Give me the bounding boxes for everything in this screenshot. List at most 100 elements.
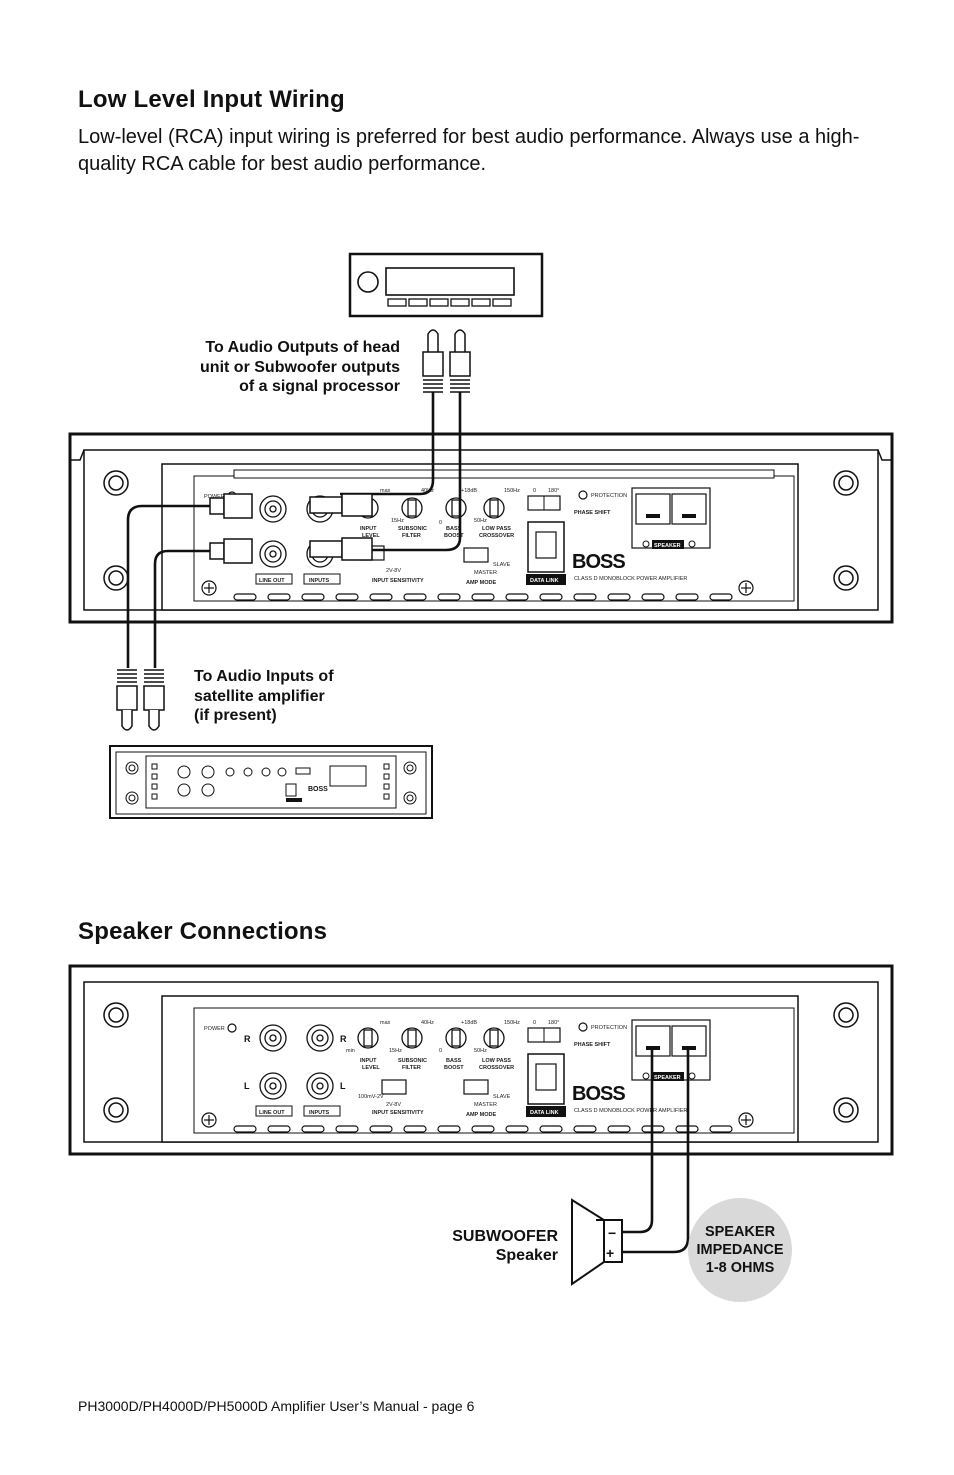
- class-d-label-2: CLASS D MONOBLOCK POWER AMPLIFIER: [574, 1108, 687, 1114]
- mv100-label: 100mV-2V: [358, 1094, 384, 1100]
- subwoofer-label: SUBWOOFER Speaker: [430, 1227, 558, 1265]
- subwoofer-label-line-2: Speaker: [495, 1247, 558, 1264]
- low-level-description: Low-level (RCA) input wiring is preferre…: [78, 126, 860, 175]
- inputs-label: INPUTS: [309, 578, 330, 584]
- impedance-label-line-3: 1-8 OHMS: [705, 1260, 775, 1276]
- phase-180-label-2: 180°: [548, 1020, 559, 1026]
- db18-label-2: +18dB: [461, 1020, 477, 1026]
- satellite-amplifier: BOSS: [109, 745, 433, 819]
- protection-label: PROTECTION: [591, 493, 627, 499]
- callout-satellite-line-2: satellite amplifier: [194, 687, 325, 705]
- impedance-badge: [688, 1198, 792, 1302]
- phase-shift-label-2: PHASE SHIFT: [574, 1042, 611, 1048]
- callout-satellite-line-3: (if present): [194, 707, 277, 724]
- bass-boost-label-b: BASS: [446, 1058, 462, 1064]
- subsonic-label-2: FILTER: [402, 533, 421, 539]
- zero-label: 0: [439, 520, 442, 526]
- master-label-2: MASTER: [474, 1102, 497, 1108]
- data-link-label-2: DATA LINK: [530, 1110, 559, 1116]
- speaker-wiring: − +: [571, 1050, 792, 1302]
- callout-satellite-line-1: To Audio Inputs of: [194, 668, 334, 685]
- amplifier-bottom: POWER R R L L LINE OUT INPUTS max min 40…: [68, 964, 894, 1156]
- data-link-label: DATA LINK: [530, 578, 559, 584]
- brand-logo: BOSS: [572, 551, 625, 573]
- input-level-label-b2: LEVEL: [362, 1065, 380, 1071]
- r-label-2: R: [340, 1034, 347, 1044]
- rca-plugs-satellite: [116, 669, 165, 731]
- subwoofer-icon: [571, 1198, 623, 1286]
- callout-head-unit-line-3: of a signal processor: [239, 378, 400, 395]
- hz50-label: 50Hz: [474, 518, 487, 524]
- callout-head-unit-line-2: unit or Subwoofer outputs: [200, 358, 400, 376]
- line-out-label-2: LINE OUT: [259, 1110, 285, 1116]
- brand-logo-2: BOSS: [572, 1083, 625, 1105]
- line-out-label: LINE OUT: [259, 578, 285, 584]
- head-unit-illustration: [348, 252, 544, 318]
- l-label-2: L: [340, 1081, 346, 1091]
- section-title-speaker: Speaker Connections: [78, 918, 328, 945]
- input-sensitivity-label-2: INPUT SENSITIVITY: [372, 1110, 424, 1116]
- speaker-terminal-label: SPEAKER: [654, 543, 681, 549]
- phase-180-label: 180°: [548, 488, 559, 494]
- input-level-label-b: INPUT: [360, 1058, 377, 1064]
- callout-head-unit-line-1: To Audio Outputs of head: [205, 339, 400, 356]
- bass-boost-label-b2: BOOST: [444, 1065, 464, 1071]
- section-title-low-level: Low Level Input Wiring: [78, 86, 345, 113]
- db18-label: +18dB: [461, 488, 477, 494]
- v28-label-2: 2V-8V: [386, 1102, 401, 1108]
- hz150-label: 150Hz: [504, 488, 520, 494]
- svg-text:+: +: [606, 1245, 614, 1261]
- slave-label: SLAVE: [493, 562, 511, 568]
- hz15-label: 15Hz: [391, 518, 404, 524]
- min-label: min: [346, 1048, 355, 1054]
- inputs-label-2: INPUTS: [309, 1110, 330, 1116]
- slave-label-2: SLAVE: [493, 1094, 511, 1100]
- max-label: max: [380, 488, 391, 494]
- lpf-label-b: LOW PASS: [482, 1058, 511, 1064]
- input-level-label-2: LEVEL: [362, 533, 380, 539]
- callout-satellite: To Audio Inputs of satellite amplifier (…: [194, 667, 394, 726]
- amp-mode-label: AMP MODE: [466, 580, 496, 586]
- amp-mode-label-2: AMP MODE: [466, 1112, 496, 1118]
- hz40-label-2: 40Hz: [421, 1020, 434, 1026]
- lpf-label: LOW PASS: [482, 526, 511, 532]
- r-label: R: [244, 1034, 251, 1044]
- satellite-brand-logo: BOSS: [308, 786, 328, 793]
- power-label: POWER: [204, 494, 225, 500]
- bass-boost-label-2: BOOST: [444, 533, 464, 539]
- amplifier-top: POWER LINE OUT INPUTS max 40Hz +18dB 150…: [68, 432, 894, 624]
- phase-zero-label-2: 0: [533, 1020, 536, 1026]
- protection-label-2: PROTECTION: [591, 1025, 627, 1031]
- master-label: MASTER: [474, 570, 497, 576]
- callout-head-unit: To Audio Outputs of head unit or Subwoof…: [150, 338, 400, 397]
- power-label-2: POWER: [204, 1026, 225, 1032]
- l-label: L: [244, 1081, 250, 1091]
- rca-wiring: [126, 392, 462, 668]
- phase-shift-label: PHASE SHIFT: [574, 510, 611, 516]
- subsonic-label: SUBSONIC: [398, 526, 427, 532]
- v28-label: 2V-8V: [386, 568, 401, 574]
- impedance-label: SPEAKER IMPEDANCE 1-8 OHMS: [688, 1223, 792, 1277]
- phase-zero-label: 0: [533, 488, 536, 494]
- max-label-2: max: [380, 1020, 391, 1026]
- hz150-label-2: 150Hz: [504, 1020, 520, 1026]
- hz15-label-2: 15Hz: [389, 1048, 402, 1054]
- lpf-label-2: CROSSOVER: [479, 533, 514, 539]
- subwoofer-label-line-1: SUBWOOFER: [452, 1228, 558, 1245]
- zero-label-2: 0: [439, 1048, 442, 1054]
- subsonic-label-b2: FILTER: [402, 1065, 421, 1071]
- bass-boost-label: BASS: [446, 526, 462, 532]
- hz50-label-2: 50Hz: [474, 1048, 487, 1054]
- page-footer: PH3000D/PH4000D/PH5000D Amplifier User’s…: [78, 1398, 475, 1414]
- impedance-label-line-1: SPEAKER: [704, 1224, 776, 1240]
- chassis-screw-icon: [103, 470, 859, 591]
- input-sensitivity-label: INPUT SENSITIVITY: [372, 578, 424, 584]
- svg-text:−: −: [608, 1225, 616, 1241]
- impedance-label-line-2: IMPEDANCE: [696, 1242, 784, 1258]
- speaker-terminal-label-2: SPEAKER: [654, 1075, 681, 1081]
- lpf-label-b2: CROSSOVER: [479, 1065, 514, 1071]
- rca-plugs-head-unit: [422, 329, 471, 393]
- input-level-label: INPUT: [360, 526, 377, 532]
- class-d-label: CLASS D MONOBLOCK POWER AMPLIFIER: [574, 576, 687, 582]
- subsonic-label-b: SUBSONIC: [398, 1058, 427, 1064]
